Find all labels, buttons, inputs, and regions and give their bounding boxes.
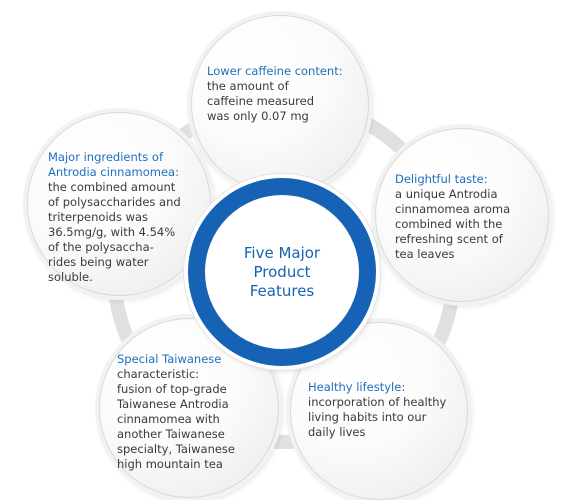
feature-text-ingredients: Major ingredients of Antrodia cinnamomea… [48,150,194,285]
feature-body: the combined amount of polysaccharides a… [48,180,181,284]
center-ring: Five Major Product Features [188,178,376,366]
feature-title: Delightful taste: [395,172,488,186]
feature-text-caffeine: Lower caffeine content: the amount of ca… [207,64,357,124]
feature-title: Major ingredients of Antrodia cinnamomea… [48,150,179,179]
feature-text-lifestyle: Healthy lifestyle: incorporation of heal… [308,380,460,440]
feature-body: the amount of caffeine measured was only… [207,79,315,123]
feature-body: characteristic: fusion of top-grade Taiw… [117,367,235,471]
feature-title: Lower caffeine content: [207,64,343,78]
feature-bubble-ingredients [27,112,211,296]
feature-text-taste: Delightful taste: a unique Antrodia cinn… [395,172,535,262]
feature-title: Healthy lifestyle: [308,380,406,394]
feature-body: incorporation of healthy living habits i… [308,395,447,439]
feature-text-taiwanese: Special Taiwanese characteristic: fusion… [117,352,265,472]
feature-title: Special Taiwanese [117,352,222,366]
feature-body: a unique Antrodia cinnamomea aroma combi… [395,187,511,261]
feature-bubble-taste [375,128,549,302]
center-title: Five Major Product Features [243,243,321,300]
